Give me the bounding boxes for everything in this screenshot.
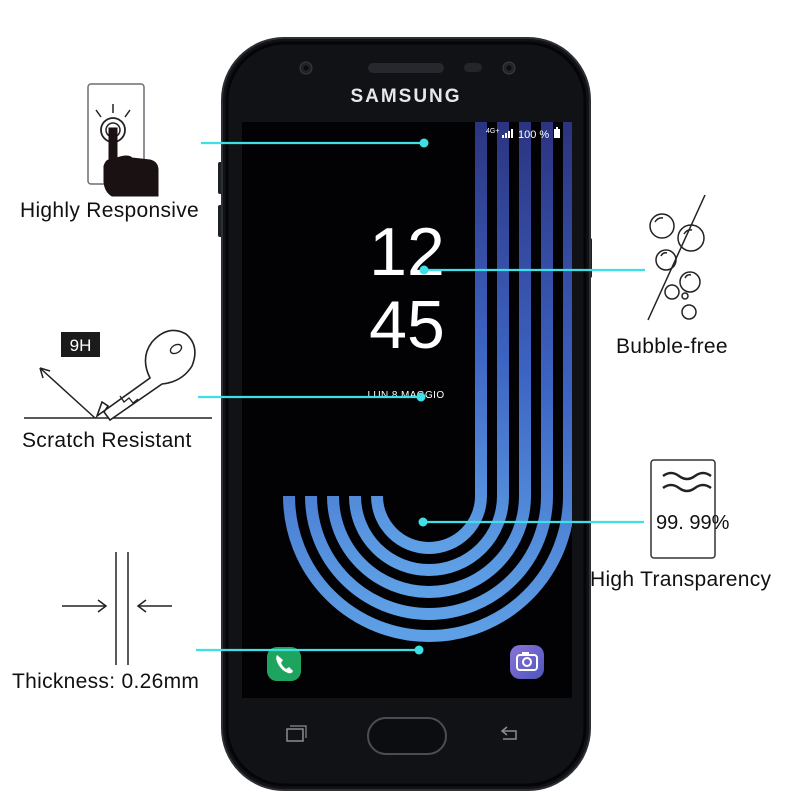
earpiece-speaker [368, 63, 444, 73]
clock-hours: 12 [369, 214, 445, 290]
feature-label-bubble: Bubble-free [616, 335, 728, 358]
network-indicator: 4G+ [486, 128, 499, 135]
signal-icon [502, 129, 513, 138]
callout-scratch-dot [416, 392, 426, 402]
callout-transparency-dot [418, 517, 428, 527]
scratch-key-icon: 9H [24, 329, 212, 422]
transparency-value: 99. 99% [656, 512, 730, 534]
battery-icon [554, 127, 560, 138]
hardness-badge-text: 9H [70, 336, 92, 355]
back-icon[interactable] [500, 726, 517, 740]
battery-percent: 100 % [518, 129, 549, 141]
callout-lines [196, 141, 645, 652]
thickness-arrows-icon [62, 552, 172, 665]
callout-responsive-dot [419, 138, 429, 148]
camera-app-icon[interactable] [510, 645, 544, 679]
hardness-badge [61, 332, 100, 357]
callout-bubble-dot [419, 265, 429, 275]
callout-thickness-dot [414, 645, 424, 655]
key-icon [95, 329, 196, 422]
feature-label-responsive: Highly Responsive [20, 199, 200, 222]
feature-label-scratch: Scratch Resistant [22, 429, 192, 452]
lock-date: LUN 8 MAGGIO [367, 390, 444, 401]
clock-minutes: 45 [369, 287, 445, 363]
feature-label-thickness: Thickness: 0.26mm [12, 670, 200, 693]
brand-logo: SAMSUNG [350, 86, 461, 107]
bubbles-icon [647, 194, 706, 321]
touch-finger-icon [87, 83, 159, 197]
wallpaper-j-logo [283, 122, 572, 642]
recent-apps-icon[interactable] [286, 725, 307, 742]
phone-app-icon[interactable] [267, 647, 301, 681]
callout-dots [414, 138, 429, 655]
feature-label-transparency: High Transparency [590, 568, 772, 591]
home-button[interactable] [367, 717, 447, 755]
proximity-sensor [464, 63, 482, 72]
transparency-card-icon: 99. 99% [650, 459, 730, 559]
